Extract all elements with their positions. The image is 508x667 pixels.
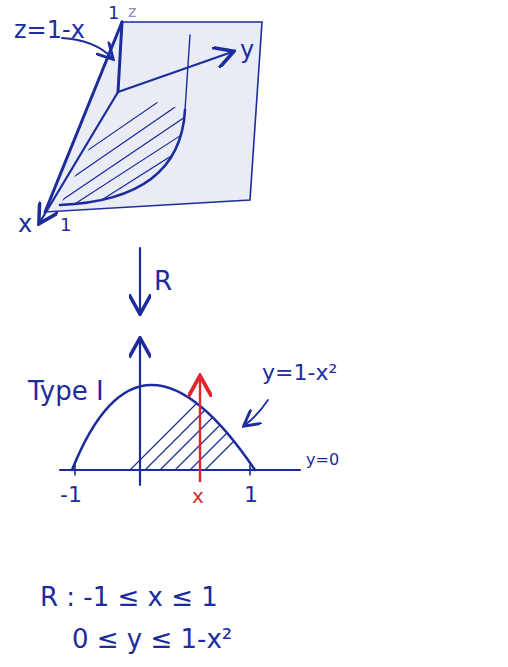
- axis-tick: 1: [108, 4, 119, 22]
- axis-tick: 1: [60, 216, 71, 234]
- plane-equation: z=1-x: [14, 18, 85, 42]
- region-bounds: 0 ≤ y ≤ 1-x²: [72, 626, 232, 652]
- axis-name: y: [240, 38, 254, 62]
- strip-variable: x: [192, 486, 204, 506]
- region-bounds: R : -1 ≤ x ≤ 1: [40, 584, 218, 610]
- curve-equation: y=1-x²: [262, 362, 337, 384]
- map-name: R: [154, 268, 172, 294]
- axis-name: x: [18, 212, 32, 236]
- plane-sketch: [30, 22, 262, 312]
- region-type: Type I: [28, 378, 104, 404]
- axis-name: z: [128, 4, 136, 20]
- curve-equation: y=0: [306, 452, 339, 468]
- strip-arrow: [199, 378, 201, 482]
- axis-tick: -1: [60, 484, 82, 506]
- axis-tick: 1: [244, 484, 258, 506]
